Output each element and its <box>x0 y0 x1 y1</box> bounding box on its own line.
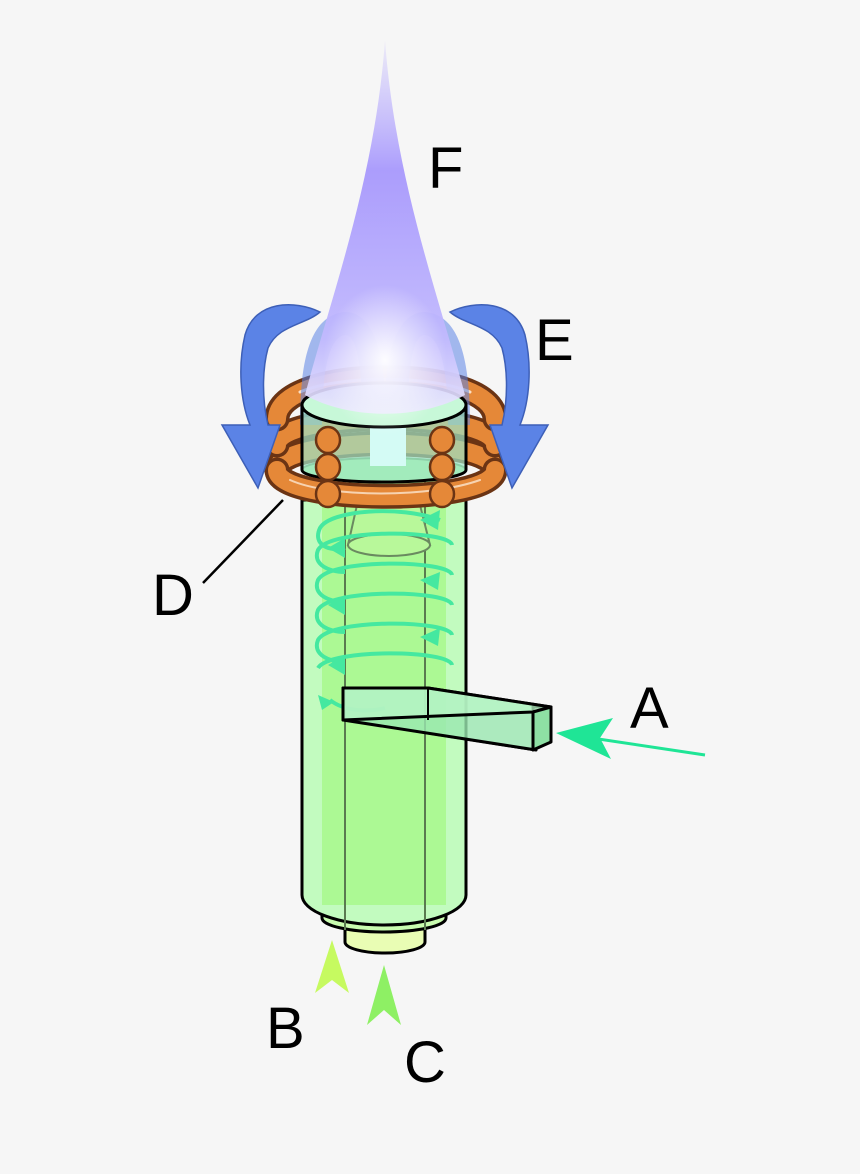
green-arrow-icon <box>556 718 706 759</box>
label-a: A <box>630 676 669 741</box>
coil-cross-sections <box>314 425 456 509</box>
label-c: C <box>404 1030 446 1095</box>
plasma-flame <box>305 40 465 435</box>
label-b: B <box>266 996 305 1061</box>
green-arrow-icon <box>367 965 401 1133</box>
side-inlet-tube <box>341 686 553 752</box>
induction-coil-front <box>264 457 508 509</box>
yellow-green-arrow-icon <box>315 940 349 1102</box>
label-d-leader-line <box>202 499 284 584</box>
curved-arrow-icon <box>220 304 550 490</box>
swirl-arrowheads <box>318 510 440 710</box>
label-f: F <box>428 136 463 201</box>
label-e: E <box>535 308 574 373</box>
label-d: D <box>152 563 194 628</box>
